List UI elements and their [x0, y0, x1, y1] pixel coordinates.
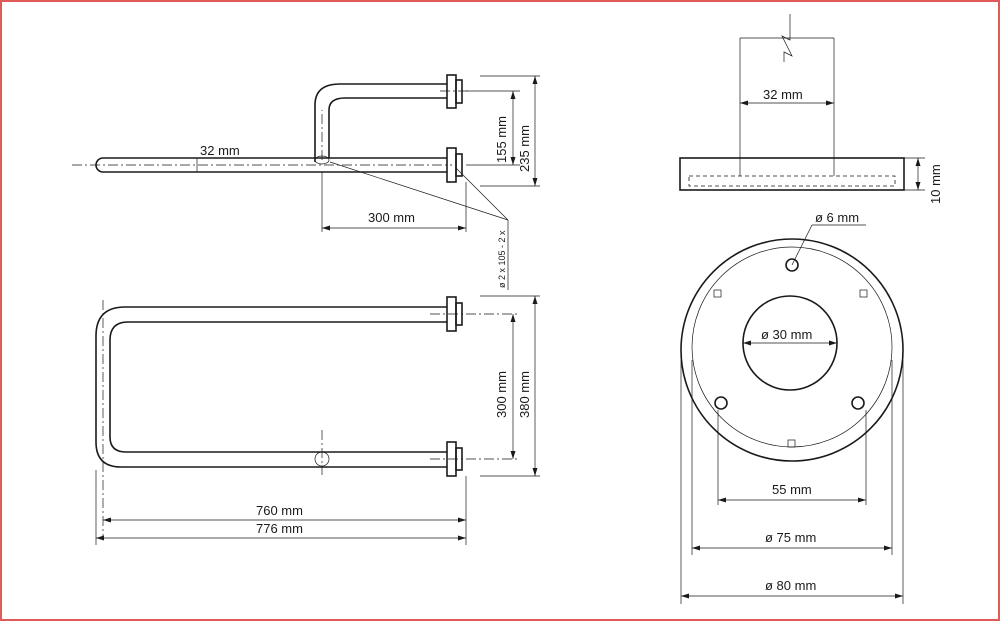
arrow: [458, 535, 466, 541]
dim-plan-outer-diameter: ø 80 mm: [765, 578, 816, 593]
top-flange-upper-cap: [455, 302, 463, 326]
arrow: [718, 497, 726, 503]
arrow: [743, 340, 751, 346]
flange-section: 32 mm 10 mm: [679, 14, 943, 204]
arrow: [915, 182, 921, 190]
arrow: [96, 535, 104, 541]
dim-top-inner-length: 760 mm: [256, 503, 303, 518]
locator-mark-bottom: [787, 439, 796, 448]
break-line: [781, 14, 793, 62]
arrow: [532, 178, 538, 186]
screw-hole-right: [851, 396, 865, 410]
leader-fixing-2: [455, 167, 509, 221]
arrow: [510, 451, 516, 459]
arrow: [915, 158, 921, 166]
top-flange-lower-cap: [455, 447, 463, 471]
dim-top-outer-length: 776 mm: [256, 521, 303, 536]
side-arm-outer: [314, 83, 447, 162]
locator-mark-left: [713, 289, 722, 298]
dim-section-tube-diameter: 32 mm: [763, 87, 803, 102]
arrow: [681, 593, 689, 599]
fixing-note: ø 2 x 105 - 2 x: [497, 230, 507, 288]
arrow: [458, 225, 466, 231]
arrow: [510, 91, 516, 99]
dim-top-outer-spacing: 380 mm: [517, 371, 532, 418]
arrow: [884, 545, 892, 551]
dim-plan-hole-spacing: 55 mm: [772, 482, 812, 497]
arrow: [829, 340, 837, 346]
arrow: [740, 100, 748, 106]
dim-side-tube-diameter: 32 mm: [200, 143, 240, 158]
dim-section-thickness: 10 mm: [928, 164, 943, 204]
arrow: [895, 593, 903, 599]
locator-mark-right: [859, 289, 868, 298]
arrow: [510, 314, 516, 322]
top-view: 300 mm 380 mm 760 mm 776 mm: [95, 295, 540, 545]
arrow: [458, 517, 466, 523]
arrow: [532, 468, 538, 476]
arrow: [858, 497, 866, 503]
dim-top-inner-spacing: 300 mm: [494, 371, 509, 418]
dim-screw-hole: ø 6 mm: [815, 210, 859, 225]
flange-hidden-recess: [688, 175, 896, 187]
leader-screw-hole: [791, 224, 813, 266]
arrow: [692, 545, 700, 551]
top-u-inner: [109, 321, 447, 453]
side-flange-upper-cap: [455, 79, 463, 104]
arrow: [103, 517, 111, 523]
dim-side-inner-offset: 155 mm: [494, 116, 509, 163]
arrow: [322, 225, 330, 231]
top-u-outer: [95, 306, 447, 468]
leader-fixing-1: [329, 161, 509, 221]
side-arm-inner: [328, 97, 447, 158]
side-view: 32 mm 300 mm 155 mm 235 mm ø 2 x 105 - 2…: [72, 74, 540, 290]
flange-outer-circle: [680, 238, 904, 462]
arrow: [532, 76, 538, 84]
side-flange-upper: [446, 74, 457, 109]
arrow: [826, 100, 834, 106]
flange-plate: [679, 157, 905, 191]
flange-plan: ø 30 mm ø 6 mm 55 mm ø 75 mm ø 80 mm: [680, 210, 904, 604]
dim-center-hole: ø 30 mm: [761, 327, 812, 342]
screw-hole-top: [785, 258, 799, 272]
screw-hole-left: [714, 396, 728, 410]
top-joint: [314, 451, 330, 467]
arrow: [532, 296, 538, 304]
side-tube: [103, 157, 447, 173]
dim-side-outer-offset: 235 mm: [517, 125, 532, 172]
flange-inner-circle: [691, 246, 893, 448]
dim-side-projection: 300 mm: [368, 210, 415, 225]
arrow: [510, 157, 516, 165]
dim-plan-pitch-diameter: ø 75 mm: [765, 530, 816, 545]
side-flange-lower-cap: [455, 153, 463, 177]
